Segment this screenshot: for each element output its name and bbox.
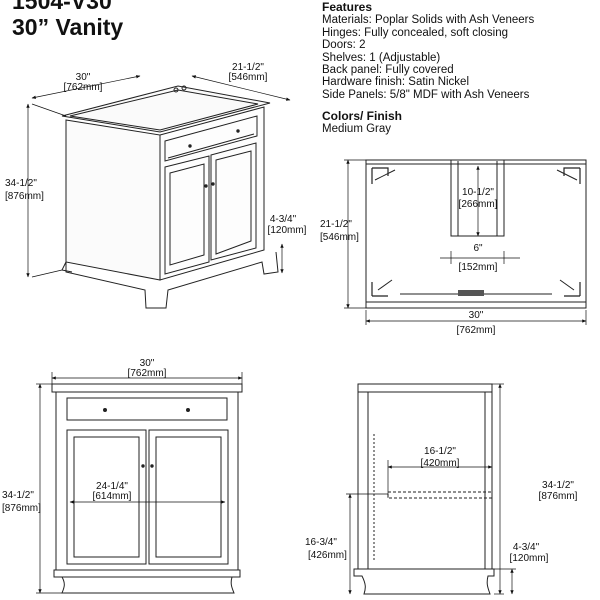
side-height-mm: [876mm] <box>539 491 578 502</box>
page-title: 30” Vanity <box>12 14 124 40</box>
iso-toe-in: 4-3/4" <box>270 214 297 225</box>
top-cutout-width-in: 6" <box>473 243 483 254</box>
iso-width-mm: [762mm] <box>64 82 103 93</box>
top-depth-in: 21-1/2" <box>320 219 352 230</box>
side-toe-in: 4-3/4" <box>513 542 540 553</box>
front-height-mm: [876mm] <box>2 503 41 514</box>
feature-shelves: Shelves: 1 (Adjustable) <box>322 51 441 64</box>
side-view-dimensions <box>346 383 516 595</box>
iso-depth-mm: [546mm] <box>229 72 268 83</box>
top-depth-mm: [546mm] <box>320 232 359 243</box>
side-shelf-height-mm: [426mm] <box>308 550 347 561</box>
front-height-in: 34-1/2" <box>2 490 34 501</box>
model-number: 1504-V30 <box>12 0 112 14</box>
feature-side-panels: Side Panels: 5/8" MDF with Ash Veneers <box>322 88 530 101</box>
color-value: Medium Gray <box>322 123 392 135</box>
isometric-view <box>61 85 279 309</box>
side-shelf-depth-mm: [420mm] <box>421 458 460 469</box>
front-width-in: 30" <box>140 358 155 369</box>
front-view <box>51 383 243 594</box>
colors-panel: Colors/ Finish Medium Gray <box>322 110 402 136</box>
side-view <box>353 383 495 595</box>
top-width-in: 30" <box>469 310 484 321</box>
top-cutout-width-mm: [152mm] <box>459 262 498 273</box>
features-list: Materials: Poplar Solids with Ash Veneer… <box>322 14 592 101</box>
top-width-mm: [762mm] <box>457 325 496 336</box>
side-shelf-depth-in: 16-1/2" <box>424 446 456 457</box>
feature-hardware: Hardware finish: Satin Nickel <box>322 76 470 89</box>
iso-depth-in: 21-1/2" <box>232 62 264 73</box>
features-panel: Features Materials: Poplar Solids with A… <box>322 1 592 101</box>
iso-height-in: 34-1/2" <box>5 178 37 189</box>
features-heading: Features <box>322 0 373 14</box>
feature-back-panel: Back panel: Fully covered <box>322 64 454 77</box>
feature-doors: Doors: 2 <box>322 39 366 52</box>
top-view <box>365 159 587 309</box>
iso-dimensions <box>26 75 291 278</box>
front-door-width-mm: [614mm] <box>93 491 132 502</box>
side-height-in: 34-1/2" <box>542 480 574 491</box>
top-view-dimensions <box>344 159 587 325</box>
front-door-width-in: 24-1/4" <box>96 481 128 492</box>
side-shelf-height-in: 16-3/4" <box>305 537 337 548</box>
iso-width-in: 30" <box>76 72 91 83</box>
iso-height-mm: [876mm] <box>5 191 44 202</box>
feature-hinges: Hinges: Fully concealed, soft closing <box>322 26 509 39</box>
side-toe-mm: [120mm] <box>510 553 549 564</box>
iso-toe-mm: [120mm] <box>268 225 307 236</box>
top-cutout-depth-in: 10-1/2" <box>462 187 494 198</box>
feature-materials: Materials: Poplar Solids with Ash Veneer… <box>322 14 535 27</box>
top-cutout-depth-mm: [266mm] <box>459 199 498 210</box>
front-view-dimensions <box>36 372 243 594</box>
front-width-mm: [762mm] <box>128 368 167 379</box>
colors-heading: Colors/ Finish <box>322 109 403 123</box>
